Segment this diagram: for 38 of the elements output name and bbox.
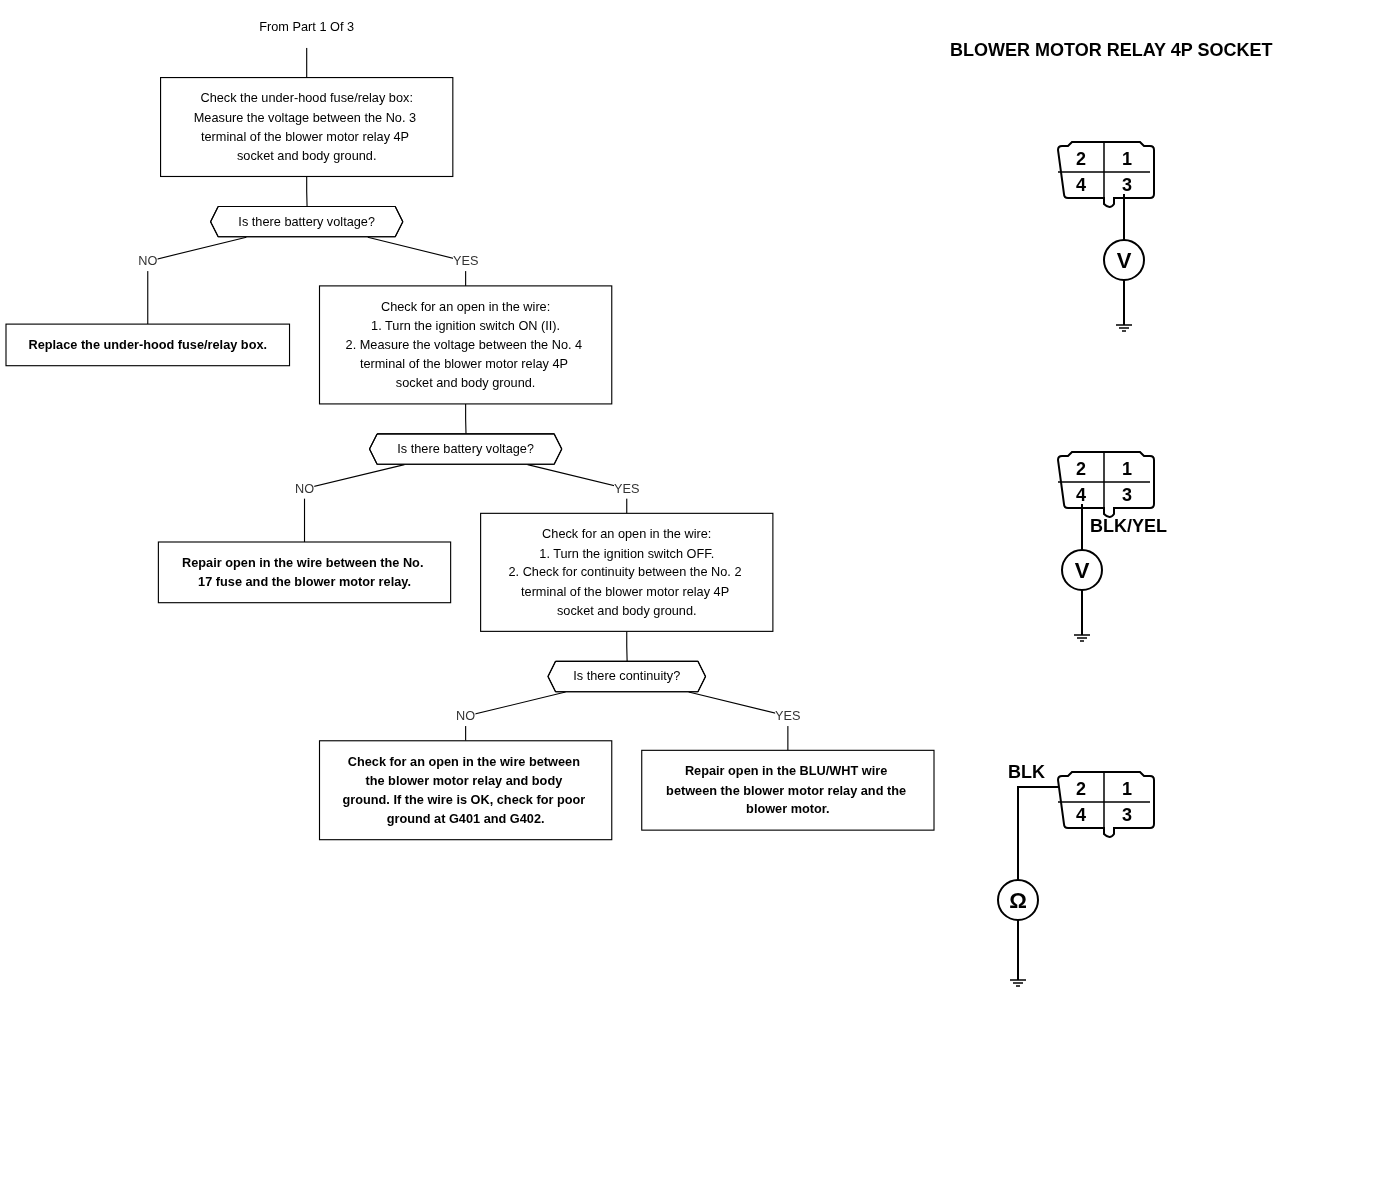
wire-color-label: BLK/YEL xyxy=(1090,516,1167,536)
edge-label: NO xyxy=(456,708,476,724)
node-box: Check for an open in the wire between the blower motor relay and body ground. If the wire is OK, check for poor ground at G401 and G402. xyxy=(318,740,613,841)
terminal-number: 4 xyxy=(1076,805,1086,825)
edge-label: NO xyxy=(138,254,158,269)
terminal-number: 4 xyxy=(1076,485,1086,505)
terminal-number: 4 xyxy=(1076,175,1086,195)
connector xyxy=(465,403,467,435)
node-box: Replace the under-hood fuse/relay box. xyxy=(5,323,291,367)
node-box: Check for an open in the wire: 1. Turn the ignition switch OFF. 2. Check for continuity between the No. 2 terminal of the blower motor relay 4P socket and body ground. xyxy=(480,512,774,632)
node-box: Check the under-hood fuse/relay box: Measure the voltage between the No. 3 terminal of the blower motor relay 4P socket and body ground. xyxy=(160,77,454,178)
meter-letter: Ω xyxy=(1009,888,1027,913)
node-box: Check for an open in the wire: 1. Turn the ignition switch ON (II). 2. Measure the voltage between the No. 4 terminal of the blower motor relay 4P socket and body ground. xyxy=(318,285,613,405)
connector xyxy=(465,691,567,742)
meter-letter: V xyxy=(1116,248,1132,273)
edge-label: NO xyxy=(294,481,315,496)
edge-label: YES xyxy=(775,708,801,724)
terminal-number: 2 xyxy=(1076,779,1086,799)
terminal-number: 3 xyxy=(1122,485,1132,505)
node-box: Repair open in the BLU/WHT wire between the blower motor relay and the blower motor. xyxy=(641,749,935,831)
terminal-number: 2 xyxy=(1076,149,1086,169)
wire-color-label: BLK xyxy=(1008,762,1045,782)
meter-letter: V xyxy=(1074,558,1090,583)
terminal-number: 2 xyxy=(1076,459,1086,479)
connector xyxy=(147,236,247,325)
terminal-number: 1 xyxy=(1122,779,1132,799)
connector xyxy=(306,175,308,208)
edge-label: YES xyxy=(614,481,640,496)
socket-heading: BLOWER MOTOR RELAY 4P SOCKET xyxy=(950,40,1273,61)
terminal-number: 1 xyxy=(1122,459,1132,479)
terminal-number: 3 xyxy=(1122,175,1132,195)
edge-label: YES xyxy=(452,254,479,269)
node-box: Repair open in the wire between the No. 17 fuse and the blower motor relay. xyxy=(157,541,452,604)
node-text: From Part 1 Of 3 xyxy=(259,19,355,34)
connector xyxy=(306,47,308,79)
terminal-number: 3 xyxy=(1122,805,1132,825)
connector xyxy=(626,630,628,663)
terminal-number: 1 xyxy=(1122,149,1132,169)
